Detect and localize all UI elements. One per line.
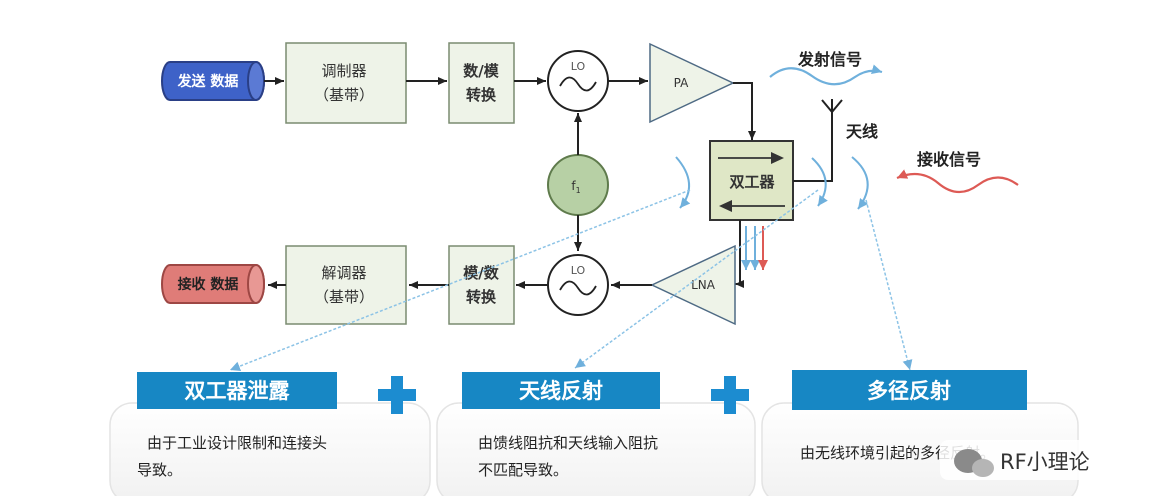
demodulator-label-1: 解调器 <box>321 264 366 282</box>
arrow-pa-to-duplexer <box>733 82 756 140</box>
lna-label: LNA <box>691 278 716 292</box>
modulator-label-1: 调制器 <box>321 62 366 80</box>
pointer-antenna-reflection <box>574 189 819 369</box>
watermark: RF小理论 <box>940 440 1130 480</box>
dac-label-1: 数/模 <box>463 62 499 80</box>
dac-block: 数/模 转换 <box>448 42 515 124</box>
send-data-cylinder: 发送 数据 <box>161 61 265 101</box>
reflection-arc-antenna <box>811 157 828 207</box>
lo-bottom-label: LO <box>571 264 586 277</box>
arrow-duplexer-to-lna <box>735 220 744 288</box>
demodulator-label-2: （基带） <box>314 288 374 306</box>
card-antenna-reflection: 天线反射 由馈线阻抗和天线输入阻抗 不匹配导致。 <box>436 372 756 496</box>
card-duplexer-leak: 双工器泄露 由于工业设计限制和连接头 导致。 <box>109 372 431 496</box>
sine-wave-icon <box>559 76 597 92</box>
pa-label: PA <box>674 76 689 90</box>
receive-data-label: 接收 数据 <box>178 276 239 293</box>
demodulator-block: 解调器 （基带） <box>285 245 407 325</box>
adc-label-2: 转换 <box>466 288 497 306</box>
lna-amplifier: LNA <box>650 244 736 326</box>
pa-amplifier: PA <box>649 42 735 124</box>
receive-data-cylinder: 接收 数据 <box>161 264 265 304</box>
watermark-text: RF小理论 <box>1000 450 1090 474</box>
card-line-2a: 由馈线阻抗和天线输入阻抗 <box>478 434 658 452</box>
leakage-arc-left <box>675 156 691 209</box>
modulator-label-2: （基带） <box>314 86 374 104</box>
card-header-1: 双工器泄露 <box>185 379 291 403</box>
adc-label-1: 模/数 <box>463 264 499 282</box>
pointer-duplexer-leak <box>229 189 691 372</box>
antenna-icon <box>793 99 843 182</box>
duplexer-label: 双工器 <box>729 173 775 191</box>
plus-icon <box>711 376 749 414</box>
plus-icon <box>378 376 416 414</box>
rx-signal-label: 接收信号 <box>917 150 981 169</box>
card-header-2: 天线反射 <box>519 379 603 403</box>
freq-label: f1 <box>571 179 580 195</box>
adc-block: 模/数 转换 <box>448 245 515 325</box>
lo-top-mixer: LO <box>547 50 609 112</box>
card-line-1a: 由于工业设计限制和连接头 <box>147 434 327 452</box>
dac-label-2: 转换 <box>466 86 497 104</box>
sine-wave-icon <box>559 280 597 296</box>
card-line-2b: 不匹配导致。 <box>478 461 568 479</box>
frequency-source: f1 <box>547 154 609 216</box>
lo-top-label: LO <box>571 60 586 73</box>
card-line-1b: 导致。 <box>137 461 182 479</box>
antenna-label: 天线 <box>846 122 878 141</box>
send-data-label: 发送 数据 <box>177 73 239 90</box>
rx-wave-arrow <box>896 169 1019 194</box>
tx-signal-label: 发射信号 <box>797 50 862 69</box>
reflection-arc-multipath <box>851 156 869 210</box>
tx-wave-arrow <box>769 64 883 86</box>
lo-bottom-mixer: LO <box>547 254 609 316</box>
modulator-block: 调制器 （基带） <box>285 42 407 124</box>
pointer-multipath <box>865 199 913 371</box>
duplexer-block: 双工器 <box>709 140 794 221</box>
card-header-3: 多径反射 <box>867 379 951 403</box>
